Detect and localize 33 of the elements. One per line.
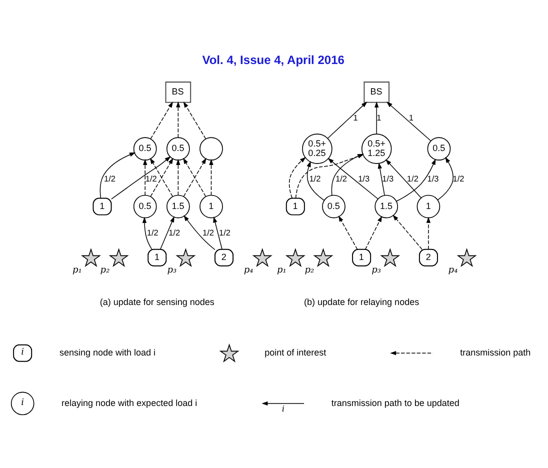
node-label: p₃ (372, 264, 382, 275)
node-label: p₁ (72, 264, 82, 275)
edge-label: 1/2 (146, 228, 158, 238)
legend-label: point of interest (264, 346, 326, 357)
edge-label: 1/2 (309, 174, 321, 184)
node-label: p₂ (304, 264, 314, 275)
edge-label: 1/3 (427, 174, 439, 184)
legend-label: relaying node with expected load i (62, 397, 198, 408)
diagram-title: Vol. 4, Issue 4, April 2016 (202, 52, 344, 66)
edge-label: 1/2 (104, 174, 116, 184)
edge-label: 1/2 (406, 174, 418, 184)
edge-label: 1 (376, 112, 382, 122)
legend-label: sensing node with load i (59, 346, 156, 357)
node-label: p₁ (276, 264, 286, 275)
edge-label: 1/3 (382, 174, 394, 184)
edge-label: 1/2 (168, 228, 180, 238)
edge-label: 1/2 (145, 174, 157, 184)
edge-label: 1 (353, 112, 358, 122)
edge-label: 1/2 (336, 174, 348, 184)
edge-label: 1/2 (202, 228, 214, 238)
node-label: p₄ (244, 264, 254, 275)
edge-label: 1 (408, 112, 414, 122)
label: (b) update for relaying nodes (304, 296, 420, 307)
legend-label: transmission path (460, 346, 531, 357)
label: i (282, 403, 285, 414)
label: (a) update for sensing nodes (100, 296, 214, 307)
edge-label: 1/2 (219, 228, 231, 238)
node-label: p₄ (448, 264, 458, 275)
legend-label: transmission path to be updated (331, 397, 460, 408)
edge-label: 1/3 (358, 174, 370, 184)
node-label: p₂ (100, 264, 110, 275)
node-label: p₃ (167, 264, 177, 275)
edge-label: 1/2 (452, 174, 464, 184)
